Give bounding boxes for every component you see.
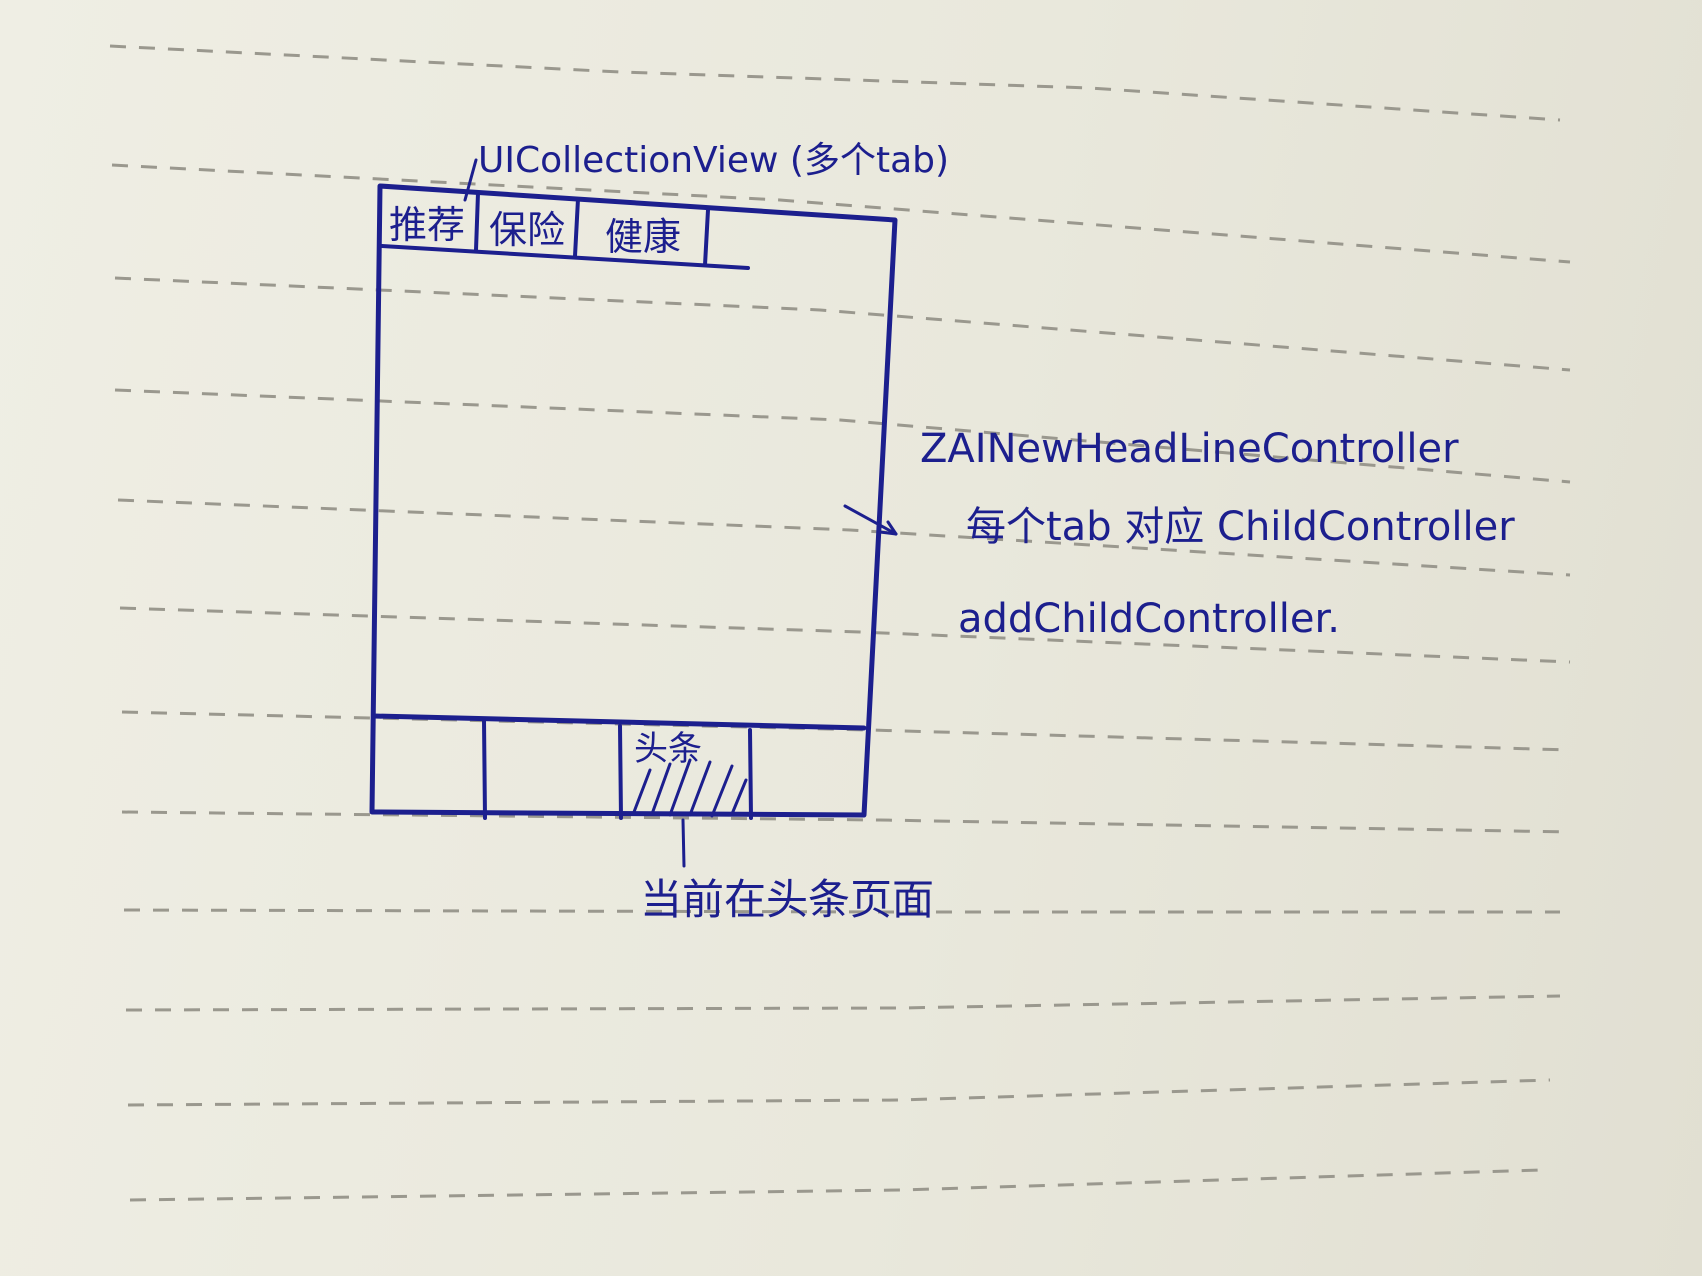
rule-line: [127, 1078, 1551, 1107]
bottom-tab-toutiao: 头条: [634, 729, 702, 769]
bottom-tab-note: 当前在头条页面: [640, 875, 934, 924]
tab-divider: [573, 197, 580, 258]
tab-divider: [703, 208, 710, 267]
controller-name: ZAINewHeadLineController: [920, 426, 1459, 472]
bottom-tab-divider: [748, 728, 753, 820]
tab-strip-bottom-line: [380, 244, 750, 270]
bottom-tab-divider: [618, 724, 623, 820]
bottom-tab-bar: 头条: [371, 713, 867, 820]
rule-line: [109, 44, 1561, 122]
controller-arrow-head: [878, 520, 898, 536]
tab-jiankang: 健康: [605, 215, 681, 259]
rule-line: [129, 1168, 1541, 1202]
rule-line: [111, 163, 1571, 264]
bottom-tab-divider: [482, 718, 487, 820]
bottom-bar-top-line: [371, 713, 867, 731]
controller-note-add: addChildController.: [958, 596, 1340, 642]
rule-line: [119, 606, 1571, 664]
rule-line: [117, 498, 1571, 577]
rule-line: [114, 388, 1571, 484]
tab-divider: [474, 191, 480, 252]
phone-frame: [369, 183, 898, 818]
top-tab-strip: 推荐 保险 健康: [380, 191, 750, 270]
active-tab-pointer: [681, 818, 686, 868]
rule-line: [114, 276, 1571, 372]
tab-tuijian: 推荐: [389, 203, 465, 247]
tabs-label-pointer: [463, 158, 478, 202]
rule-line: [121, 710, 1571, 752]
active-tab-hatching: [632, 758, 748, 818]
controller-arrow: [843, 504, 898, 536]
notebook-rules: [109, 44, 1571, 1202]
rule-line: [125, 994, 1561, 1012]
controller-note-child: 每个tab 对应 ChildController: [966, 504, 1515, 550]
rule-line: [121, 810, 1571, 834]
tab-baoxian: 保险: [489, 208, 565, 252]
tabs-label: UICollectionView (多个tab): [478, 140, 949, 181]
